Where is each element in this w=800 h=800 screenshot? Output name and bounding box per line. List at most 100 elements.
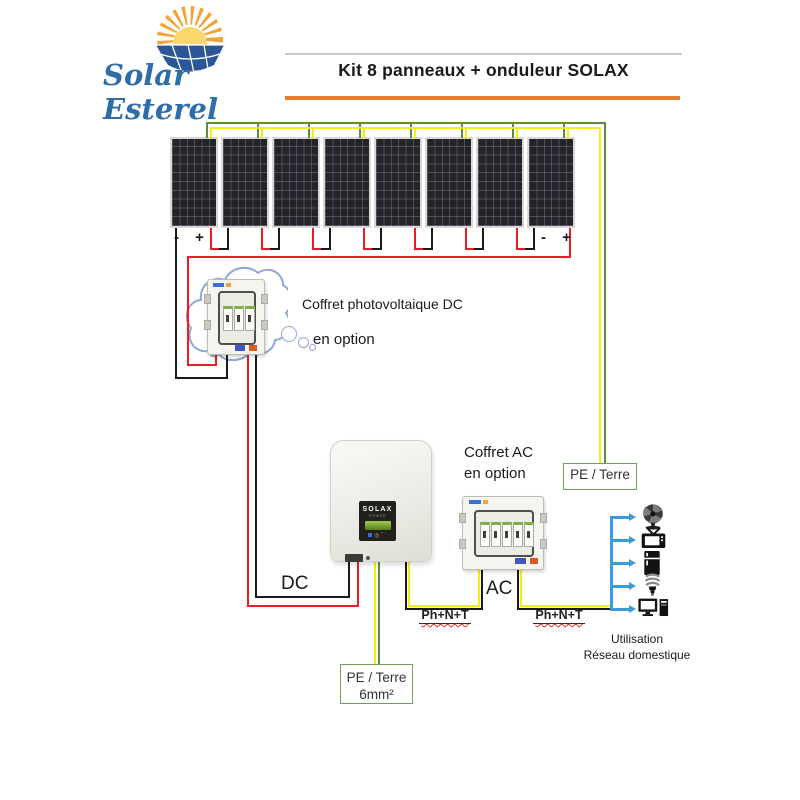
wire-segment-grn	[410, 122, 412, 138]
wire-segment-yel	[210, 127, 601, 129]
wire-segment-blk	[227, 228, 229, 250]
usage-caption-line2: Réseau domestique	[583, 648, 691, 662]
thought-bubble	[309, 344, 316, 351]
ac-wire-label: AC	[486, 578, 513, 599]
box-brand-strip	[469, 500, 481, 504]
wire-segment-blk	[255, 353, 257, 598]
usage-caption-line1: Utilisation	[610, 632, 664, 646]
indicator-orange	[530, 558, 538, 564]
box-brand-strip	[213, 283, 224, 287]
wire-segment-red	[363, 228, 365, 250]
circuit-breaker	[234, 306, 244, 331]
arrow-icon	[629, 559, 636, 567]
wire-segment-yel	[599, 127, 601, 464]
indicator-orange	[249, 345, 257, 351]
wire-segment-blk	[481, 568, 483, 610]
wire-segment-yel	[520, 605, 613, 607]
dc-box-label: Coffret photovoltaique DC	[302, 296, 463, 312]
arrow-icon	[629, 605, 636, 613]
wire-segment-red	[261, 248, 271, 250]
wire-segment-red	[357, 560, 359, 607]
wire-segment-blk	[372, 248, 382, 250]
wire-segment-red	[261, 228, 263, 250]
wire-segment-red	[414, 228, 416, 250]
wire-segment-yel	[520, 568, 522, 607]
wire-segment-blk	[329, 228, 331, 250]
wire-segment-blk	[278, 228, 280, 250]
solar-panel	[527, 137, 575, 228]
wire-segment-yel	[408, 605, 480, 607]
wire-segment-grn	[206, 122, 606, 124]
indicator-blue	[235, 345, 245, 351]
wire-segment-blk	[431, 228, 433, 250]
circuit-breaker	[245, 306, 255, 331]
panel1-terminals: - +	[174, 229, 210, 246]
inverter-brand: SOLAX	[362, 506, 393, 513]
arrow-icon	[629, 582, 636, 590]
page-title: Kit 8 panneaux + onduleur SOLAX	[338, 60, 629, 80]
title-orange-underline	[285, 96, 680, 100]
wire-segment-grn	[359, 122, 361, 138]
wire-segment-red	[465, 248, 475, 250]
wire-segment-red	[187, 256, 189, 366]
solar-panel	[323, 137, 371, 228]
solar-panel	[374, 137, 422, 228]
circuit-breaker	[502, 522, 512, 547]
cfl-bulb-icon	[645, 573, 660, 596]
wire-segment-yel	[363, 127, 365, 139]
thought-bubble	[281, 326, 297, 342]
wire-segment-blk	[348, 557, 350, 598]
wire-segment-blk	[255, 596, 350, 598]
dc-box-option-note: en option	[313, 331, 375, 348]
circuit-breaker	[480, 522, 490, 547]
wire-segment-blk	[270, 248, 280, 250]
wire-segment-grn	[308, 122, 310, 138]
wire-segment-blk	[517, 608, 613, 610]
inverter-buttons: ◎ ˇ ˈ	[359, 533, 396, 539]
inverter-vent	[366, 556, 370, 560]
pe-terre-6mm-line1: PE / Terre	[346, 670, 407, 685]
ac-box-option-note: en option	[464, 465, 526, 482]
ac-box-label: Coffret AC	[464, 444, 533, 461]
wire-segment-grn	[604, 122, 606, 464]
pe-terre-6mm-box: PE / Terre 6mm²	[340, 664, 413, 704]
wire-segment-blu	[610, 608, 630, 611]
wire-segment-grn	[563, 122, 565, 138]
wire-segment-blk	[219, 248, 229, 250]
wire-segment-blk	[175, 377, 228, 379]
wire-segment-red	[210, 228, 212, 250]
refrigerator-icon	[644, 550, 660, 576]
title-top-divider	[285, 53, 682, 55]
wire-segment-red	[363, 248, 373, 250]
wire-segment-red	[569, 228, 571, 258]
solar-panel	[425, 137, 473, 228]
ph-n-t-label-right: Ph+N+T	[533, 608, 585, 624]
solar-panel	[170, 137, 218, 228]
wire-segment-red	[414, 248, 424, 250]
inverter-dc-connector	[345, 554, 363, 562]
wire-segment-blk	[525, 248, 535, 250]
wire-segment-red	[187, 256, 571, 258]
circuit-breaker	[223, 306, 233, 331]
wire-segment-blu	[610, 539, 630, 542]
wire-segment-yel	[261, 127, 263, 139]
wire-segment-blk	[533, 228, 535, 250]
wire-segment-yel	[374, 558, 376, 665]
fan-icon	[643, 504, 663, 530]
box-brand-strip	[226, 283, 231, 287]
box-brand-strip	[483, 500, 488, 504]
circuit-breaker	[513, 522, 523, 547]
thought-bubble	[298, 337, 309, 348]
solar-panel	[272, 137, 320, 228]
wire-segment-red	[215, 352, 217, 366]
wire-segment-blk	[474, 248, 484, 250]
circuit-breaker	[524, 522, 534, 547]
wire-segment-blu	[610, 516, 630, 519]
wire-segment-yel	[312, 127, 314, 139]
arrow-icon	[629, 513, 636, 521]
wire-segment-blk	[517, 568, 519, 610]
wire-segment-red	[465, 228, 467, 250]
wire-segment-grn	[206, 122, 208, 138]
wire-segment-red	[247, 605, 359, 607]
